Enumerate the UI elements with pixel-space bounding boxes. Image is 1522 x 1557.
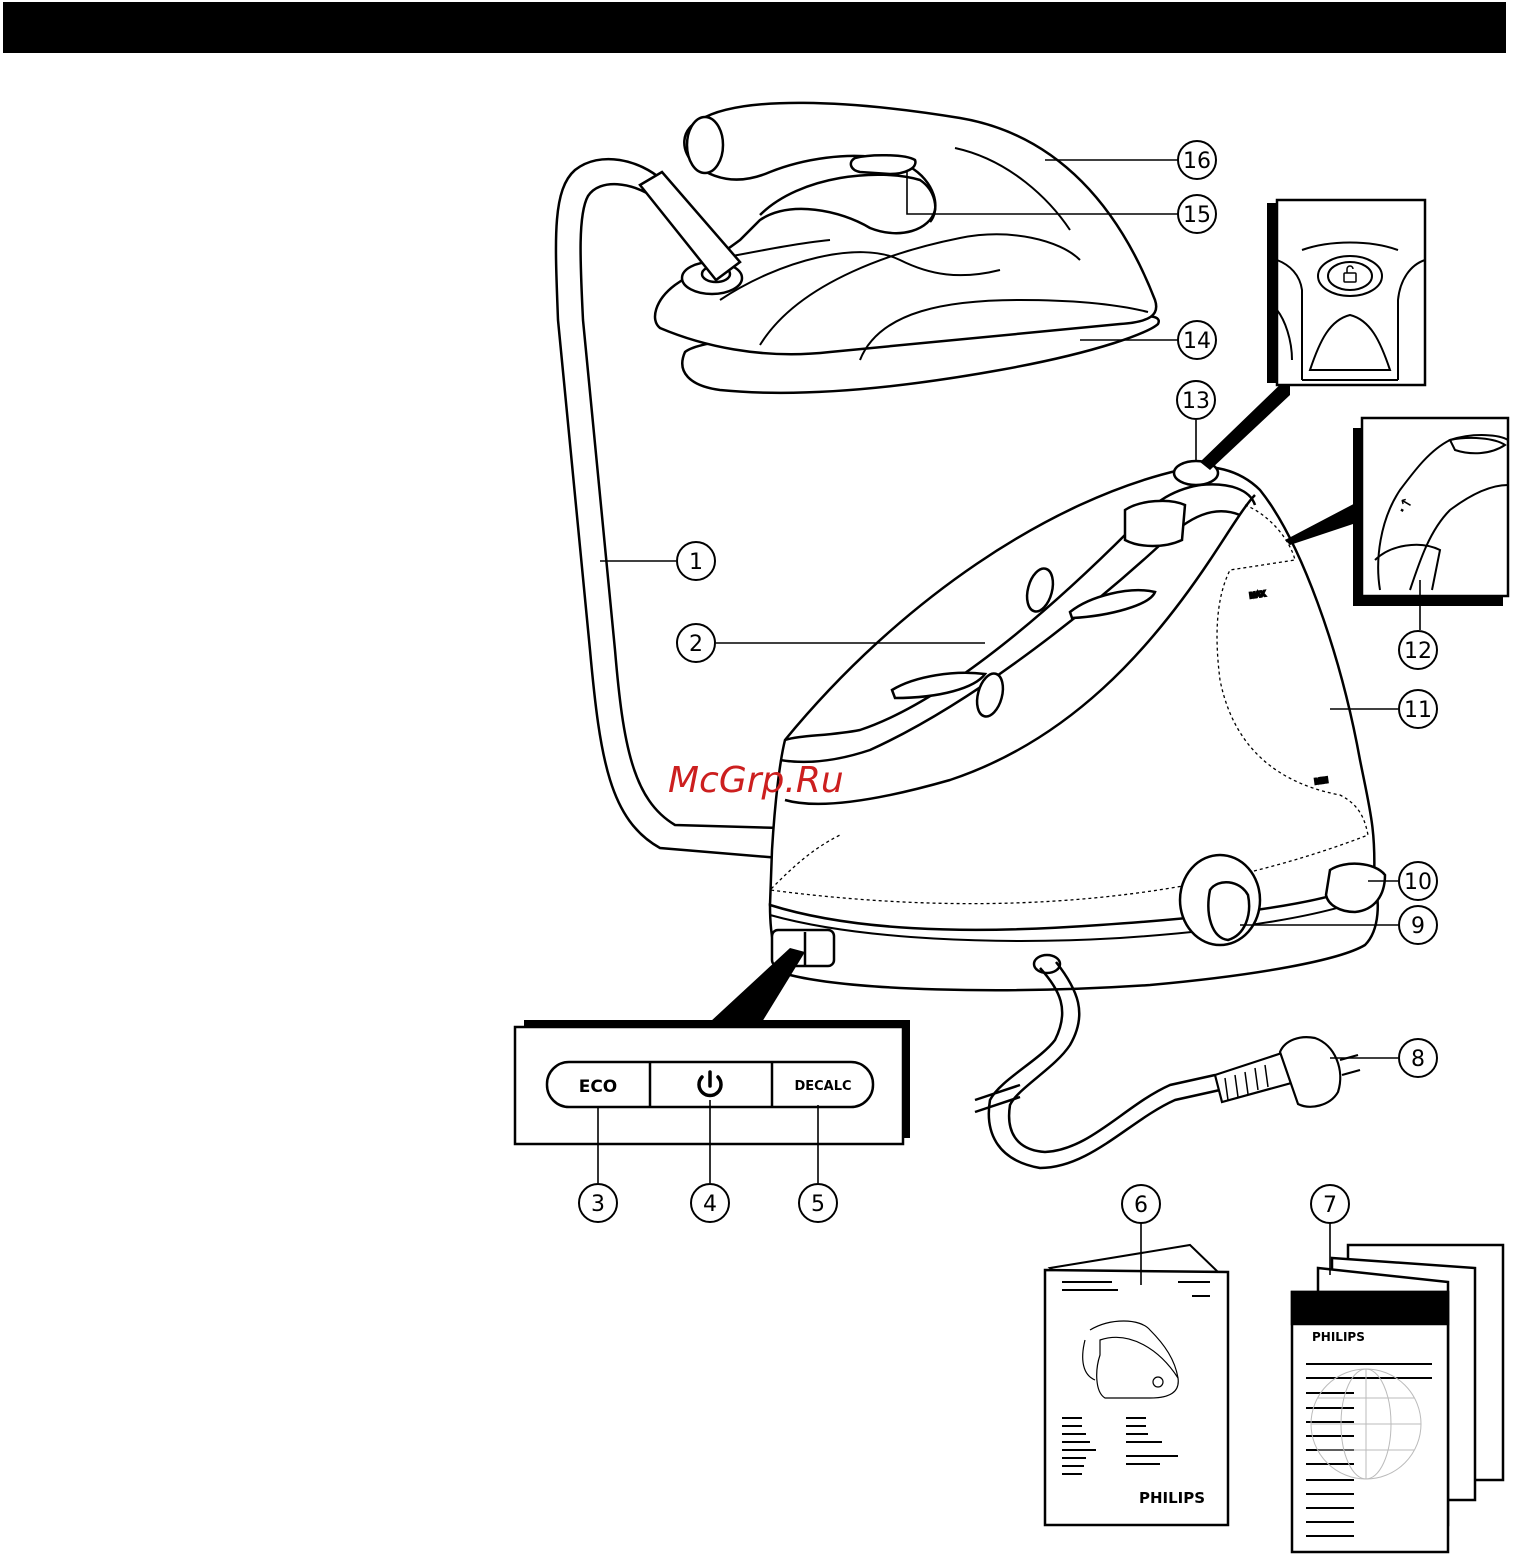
guarantee-leaflet: PHILIPS (1292, 1245, 1503, 1552)
svg-text:2: 2 (689, 632, 703, 657)
watermark: McGrp.Ru (668, 760, 844, 801)
steam-detail-inset: ·↑ (1285, 418, 1508, 606)
callout-4: 4 (691, 1184, 729, 1222)
leaflet-brand: PHILIPS (1312, 1330, 1365, 1344)
callout-11: 11 (1399, 690, 1437, 728)
iron (640, 103, 1159, 393)
user-manual: PHILIPS (1045, 1245, 1228, 1525)
callout-5: 5 (799, 1184, 837, 1222)
svg-text:7: 7 (1323, 1193, 1337, 1218)
svg-text:6: 6 (1134, 1193, 1148, 1218)
svg-text:8: 8 (1411, 1047, 1425, 1072)
callout-12: 12 (1399, 631, 1437, 669)
eco-button-label: ECO (579, 1077, 618, 1097)
svg-text:14: 14 (1183, 329, 1211, 354)
svg-text:10: 10 (1404, 870, 1432, 895)
callout-9: 9 (1399, 906, 1437, 944)
callout-3: 3 (579, 1184, 617, 1222)
callout-1: 1 (677, 542, 715, 580)
callout-2: 2 (677, 624, 715, 662)
callout-10: 10 (1399, 862, 1437, 900)
callout-13: 13 (1177, 381, 1215, 419)
svg-text:1: 1 (689, 550, 703, 575)
decalc-button-label: DECALC (794, 1079, 851, 1094)
svg-text:11: 11 (1404, 698, 1432, 723)
svg-text:5: 5 (811, 1192, 825, 1217)
callout-16: 16 (1178, 141, 1216, 179)
steam-trigger (851, 155, 916, 174)
svg-text:9: 9 (1411, 914, 1425, 939)
callout-7: 7 (1311, 1185, 1349, 1223)
svg-text:13: 13 (1182, 389, 1210, 414)
callout-15: 15 (1178, 195, 1216, 233)
svg-text:12: 12 (1404, 639, 1432, 664)
callout-14: 14 (1178, 321, 1216, 359)
generator-body (770, 467, 1374, 970)
mains-cord (975, 962, 1220, 1168)
callout-8: 8 (1399, 1039, 1437, 1077)
mains-plug (1215, 1037, 1360, 1107)
callout-6: 6 (1122, 1185, 1160, 1223)
svg-text:16: 16 (1183, 149, 1211, 174)
svg-text:3: 3 (591, 1192, 605, 1217)
svg-text:15: 15 (1183, 203, 1211, 228)
svg-text:4: 4 (703, 1192, 717, 1217)
manual-brand: PHILIPS (1139, 1489, 1205, 1507)
